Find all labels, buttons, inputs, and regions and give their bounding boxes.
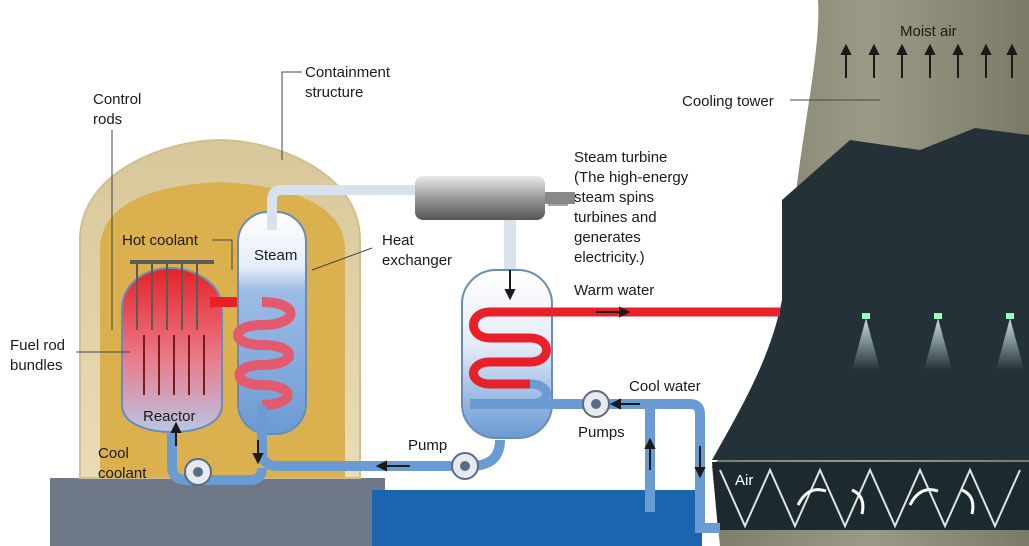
label-warm-water: Warm water — [574, 282, 654, 299]
air-intake-lattice — [719, 467, 1021, 529]
fuel-rod-bundles — [143, 335, 205, 395]
label-heat-exchanger-1: Heat — [382, 232, 415, 249]
label-control-rods-2: rods — [93, 111, 122, 128]
label-steam-turbine-2: (The high-energy — [574, 169, 689, 186]
feedwater-pump — [451, 452, 479, 480]
label-steam-turbine-4: turbines and — [574, 209, 657, 226]
air-swirl-arrows — [796, 488, 975, 515]
flow-arrows — [170, 270, 706, 479]
label-containment-2: structure — [305, 84, 363, 101]
tower-interior — [712, 128, 1029, 460]
label-steam-turbine-1: Steam turbine — [574, 149, 667, 166]
label-moist-air: Moist air — [900, 23, 957, 40]
warm-water-pipe — [469, 307, 780, 389]
label-control-rods-1: Control — [93, 91, 141, 108]
label-steam: Steam — [254, 247, 297, 264]
cool-water-pipe — [470, 399, 720, 533]
control-rods — [130, 260, 214, 330]
spray-nozzles — [852, 313, 1024, 370]
heat-exchanger — [233, 211, 307, 452]
reactor-pump — [184, 458, 212, 486]
cool-coolant-pipe — [167, 432, 267, 485]
feedwater-pipe — [257, 439, 505, 471]
steam-turbine — [415, 176, 575, 220]
label-reactor: Reactor — [143, 408, 196, 425]
moist-air-arrows — [840, 43, 1018, 78]
reactor-vessel — [121, 260, 223, 434]
label-steam-turbine-6: electricity.) — [574, 249, 645, 266]
label-air: Air — [735, 472, 753, 489]
label-fuel-rod-bundles-1: Fuel rod — [10, 337, 65, 354]
ground-slab — [50, 478, 385, 546]
leader-lines — [76, 71, 880, 353]
cooling-pump — [582, 390, 610, 418]
label-cool-water: Cool water — [629, 378, 701, 395]
cooling-tower — [712, 0, 1029, 546]
steam-pipe — [267, 185, 430, 230]
label-pumps: Pumps — [578, 424, 625, 441]
label-heat-exchanger-2: exchanger — [382, 252, 452, 269]
label-containment-1: Containment — [305, 64, 391, 81]
label-steam-turbine-3: steam spins — [574, 189, 654, 206]
label-fuel-rod-bundles-2: bundles — [10, 357, 63, 374]
label-cool-coolant-2: coolant — [98, 465, 147, 482]
label-cool-coolant-1: Cool — [98, 445, 129, 462]
label-pump: Pump — [408, 437, 447, 454]
label-cooling-tower: Cooling tower — [682, 93, 774, 110]
heat-exchanger-coil — [233, 297, 296, 410]
label-steam-turbine-5: generates — [574, 229, 641, 246]
label-hot-coolant: Hot coolant — [122, 232, 199, 249]
